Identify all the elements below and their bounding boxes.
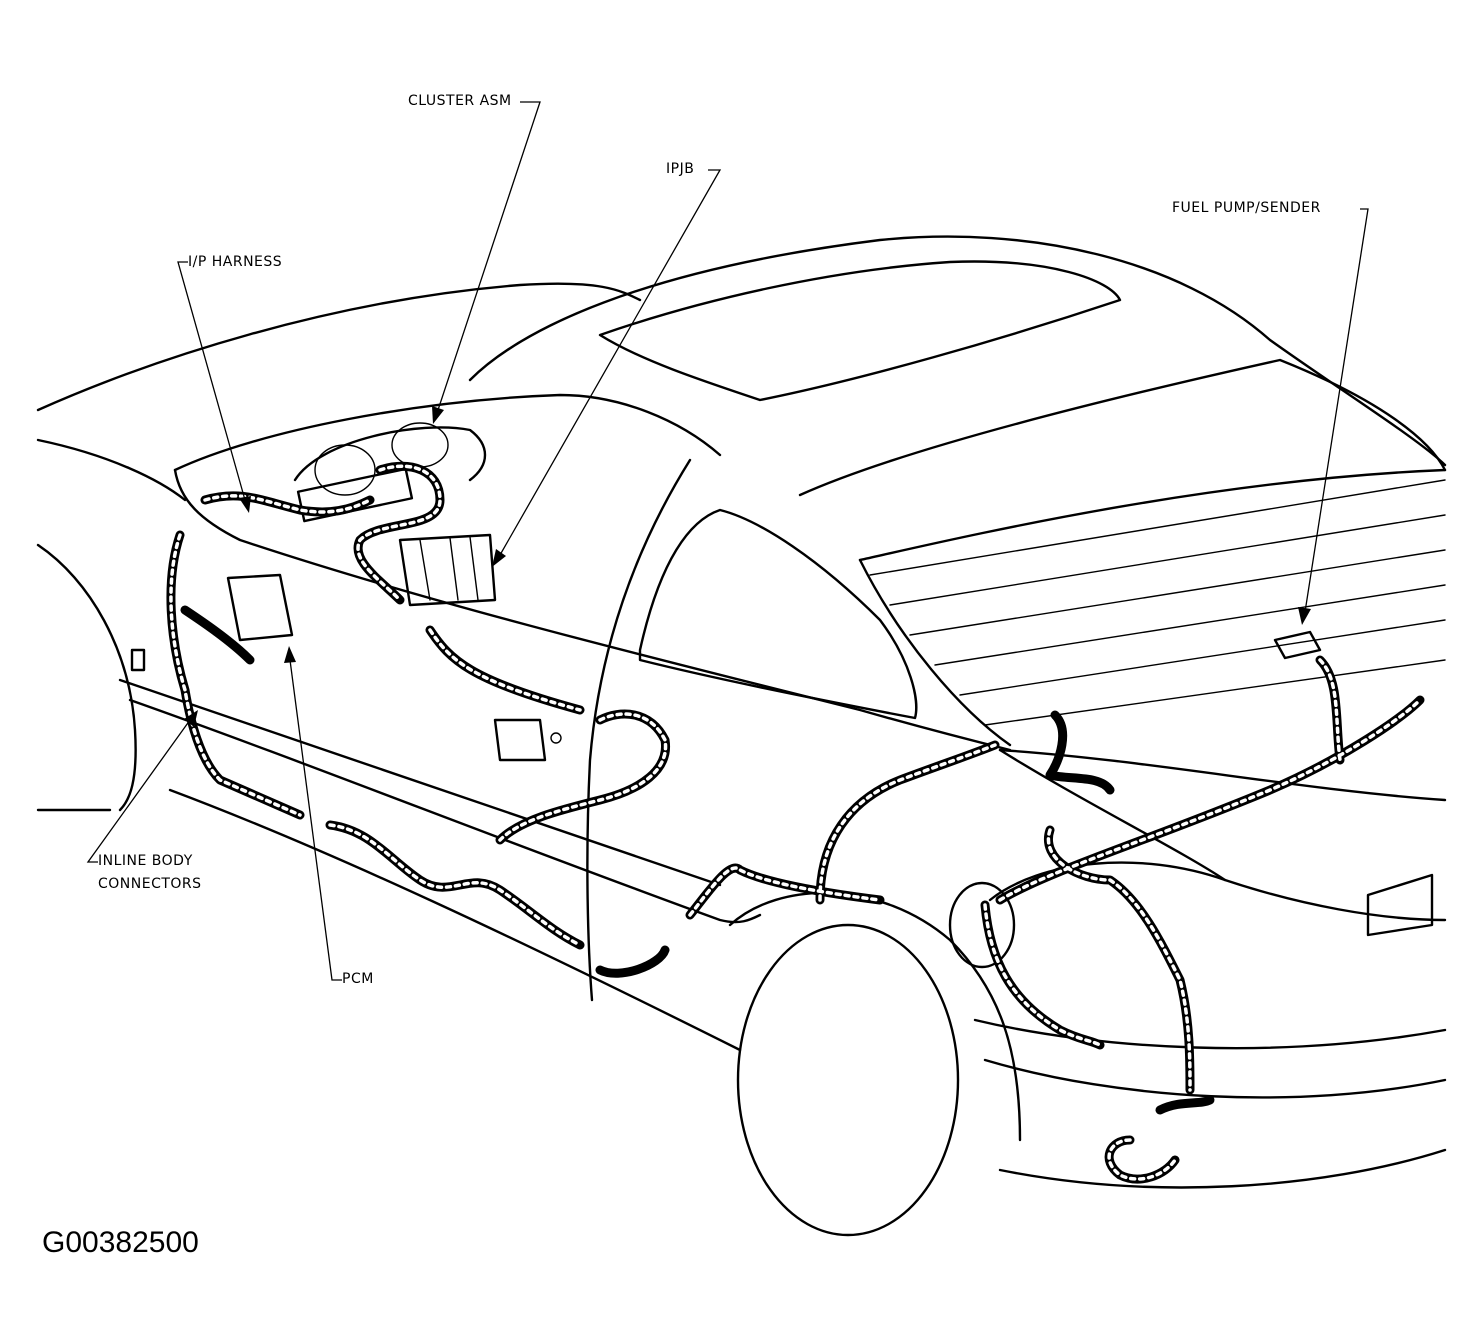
car-body — [36, 235, 1447, 1237]
label-ipjb: IPJB — [666, 161, 695, 177]
label-inline-body-connectors-2: CONNECTORS — [98, 876, 202, 892]
label-inline-body-connectors-1: INLINE BODY — [98, 853, 193, 869]
label-cluster-asm: CLUSTER ASM — [408, 93, 512, 109]
figure-id: G00382500 — [42, 1226, 199, 1259]
label-pcm: PCM — [342, 971, 374, 987]
harness-routes — [166, 461, 1425, 1184]
label-ip-harness: I/P HARNESS — [188, 254, 283, 270]
leader-lines — [86, 101, 1369, 981]
label-fuel-pump-sender: FUEL PUMP/SENDER — [1172, 200, 1321, 216]
